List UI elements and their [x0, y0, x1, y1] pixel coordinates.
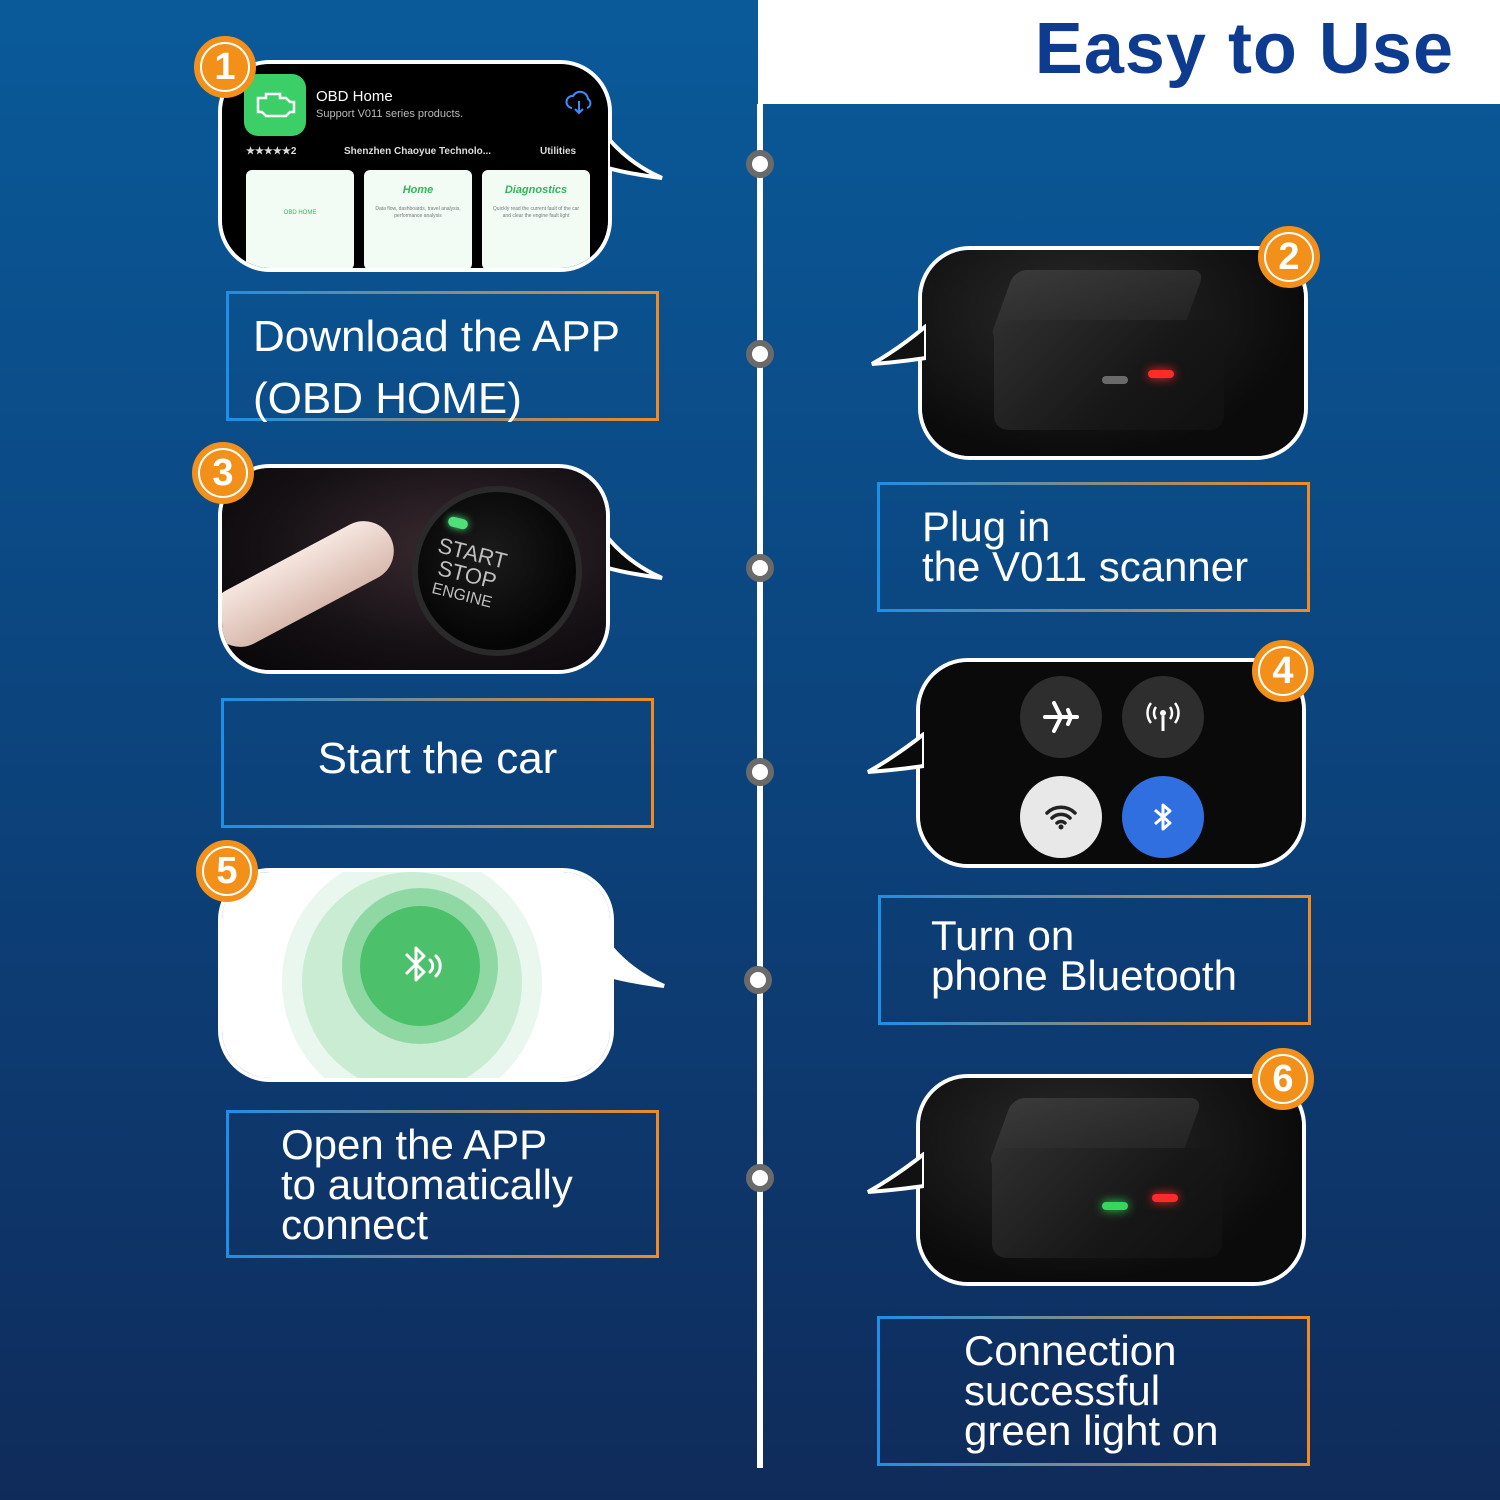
step6-label-line3: green light on: [964, 1407, 1219, 1454]
step1-label-line1: Download the APP: [253, 312, 620, 361]
step2-number-badge: 2: [1258, 226, 1320, 288]
step5-label: Open the APP to automatically connect: [226, 1110, 659, 1258]
timeline-dot: [746, 1164, 774, 1192]
bluetooth-signal-icon: [404, 946, 442, 982]
step1-label: Download the APP (OBD HOME): [226, 291, 659, 423]
step6-label-line2: successful: [964, 1367, 1161, 1414]
header-banner: Easy to Use: [758, 0, 1500, 104]
scanner-led-red: [1148, 370, 1174, 378]
app-subtitle: Support V011 series products.: [316, 108, 464, 120]
step1-number-badge: 1: [194, 36, 256, 98]
scanner-connected-photo: [920, 1078, 1302, 1282]
step4-number-badge: 4: [1252, 640, 1314, 702]
bluetooth-icon: [1154, 803, 1172, 831]
bubble-tail: [871, 324, 926, 366]
step6-number-badge: 6: [1252, 1048, 1314, 1110]
screenshot-desc: Quickly read the current fault of the ca…: [492, 206, 580, 219]
step6-label-line1: Connection: [964, 1327, 1177, 1374]
timeline-line: [757, 104, 763, 1468]
app-store-card: OBD Home Support V011 series products. ★…: [222, 64, 608, 268]
step4-bubble: [867, 658, 1306, 868]
page-title: Easy to Use: [1034, 9, 1454, 89]
step5-label-line3: connect: [281, 1201, 429, 1248]
app-developer: Shenzhen Chaoyue Technolo...: [344, 146, 492, 157]
bluetooth-toggle[interactable]: [1122, 776, 1204, 858]
scanner-led-white: [1102, 376, 1128, 384]
timeline-dot: [746, 554, 774, 582]
step4-label: Turn on phone Bluetooth: [878, 895, 1311, 1025]
step3-number-badge: 3: [192, 442, 254, 504]
cloud-download-icon[interactable]: [564, 90, 594, 116]
timeline-dot: [744, 966, 772, 994]
bluetooth-connect-button[interactable]: [360, 906, 480, 1026]
timeline-dot: [746, 758, 774, 786]
bubble-tail: [867, 732, 924, 774]
bubble-tail: [608, 534, 663, 580]
step4-label-line2: phone Bluetooth: [931, 952, 1237, 999]
start-stop-button: [412, 486, 582, 656]
step3-label: Start the car: [221, 698, 654, 828]
timeline-dot: [746, 340, 774, 368]
screenshot-logo: OBD HOME: [283, 210, 317, 216]
app-rating: ★★★★★2: [246, 146, 297, 157]
screenshot-desc: Data flow, dashboards, travel analysis, …: [375, 206, 461, 219]
start-button-photo: START STOP ENGINE: [222, 468, 606, 670]
scanner-body: [994, 320, 1224, 430]
screenshot-title: Diagnostics: [504, 184, 568, 196]
step2-bubble: [871, 246, 1308, 460]
app-icon: [244, 74, 306, 136]
screenshot-title: Home: [402, 184, 434, 196]
wifi-icon: [1045, 805, 1077, 830]
app-screenshot-1: OBD HOME: [246, 170, 354, 268]
airplane-icon: [1043, 701, 1079, 733]
app-name: OBD Home: [316, 88, 393, 105]
app-screenshot-3: Diagnostics Quickly read the current fau…: [482, 170, 590, 268]
step5-number-badge: 5: [196, 840, 258, 902]
step5-label-line1: Open the APP: [281, 1121, 548, 1168]
step6-label: Connection successful green light on: [877, 1316, 1310, 1466]
bubble-tail: [610, 942, 665, 988]
step3-bubble: START STOP ENGINE: [218, 464, 663, 674]
step5-bubble: [218, 868, 665, 1082]
step2-label: Plug in the V011 scanner: [877, 482, 1310, 612]
quick-settings-panel: [920, 662, 1302, 864]
bubble-tail: [867, 1152, 924, 1194]
scanner-photo: [922, 250, 1304, 456]
scanner-led-red: [1152, 1194, 1178, 1202]
wifi-toggle[interactable]: [1020, 776, 1102, 858]
step5-label-line2: to automatically: [281, 1161, 573, 1208]
cellular-toggle[interactable]: [1122, 676, 1204, 758]
app-category: Utilities: [540, 146, 577, 157]
bubble-tail: [608, 134, 663, 180]
cellular-antenna-icon: [1146, 702, 1180, 731]
airplane-mode-toggle[interactable]: [1020, 676, 1102, 758]
step3-label-line1: Start the car: [317, 734, 558, 783]
step4-label-line1: Turn on: [931, 912, 1075, 959]
step1-bubble: OBD Home Support V011 series products. ★…: [218, 60, 663, 272]
scanner-led-green: [1102, 1202, 1128, 1210]
timeline-dot: [746, 150, 774, 178]
step2-label-line1: Plug in: [922, 503, 1051, 550]
app-connecting-screen: [222, 872, 610, 1078]
app-screenshot-2: Home Data flow, dashboards, travel analy…: [364, 170, 472, 268]
step6-bubble: [867, 1074, 1306, 1286]
step2-label-line2: the V011 scanner: [922, 543, 1249, 590]
step1-label-line2: (OBD HOME): [253, 374, 522, 423]
engine-icon: [256, 92, 296, 118]
